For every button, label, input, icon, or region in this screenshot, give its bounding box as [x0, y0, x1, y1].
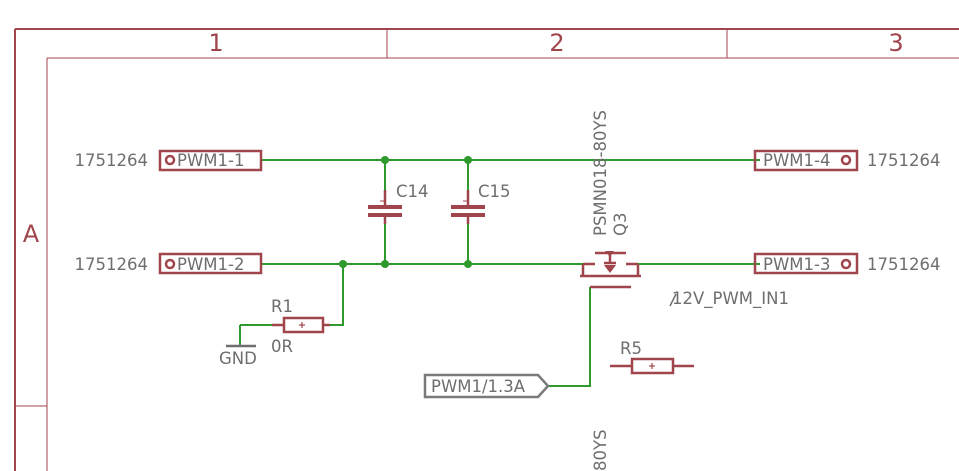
power-net-text: 12V_PWM_IN1 [672, 289, 789, 309]
port-arrow-icon [423, 373, 550, 399]
transistor-value-label: PSMN018-80YS [591, 110, 610, 236]
pin-hole-icon [840, 258, 852, 270]
ground-net-label: GND [219, 349, 257, 368]
zone-row-a: A [23, 220, 40, 248]
mosfet-q3[interactable]: PSMN018-80YS Q3 [580, 110, 641, 289]
zone-column-3: 3 [888, 29, 903, 57]
wire-r1 [324, 264, 344, 326]
capacitor-plate-icon [368, 205, 402, 209]
capacitor-plate-icon [451, 213, 485, 217]
resistor-value-label: 0R [271, 337, 293, 356]
zone-column-2: 2 [549, 29, 564, 57]
resistor-name-label: R1 [271, 297, 293, 316]
partial-transistor-label: 80YS [591, 429, 610, 471]
connector-part-label: 1751264 [867, 255, 941, 274]
port-pwm1-1-3a[interactable]: PWM1/1.3A [423, 373, 550, 399]
junction-dot [381, 156, 389, 164]
capacitor-plate-icon [368, 213, 402, 217]
pin-hole-icon [840, 154, 852, 166]
connector-pwm1-4[interactable]: PWM1-4 1751264 [753, 149, 941, 172]
connector-pin-label: PWM1-3 [763, 255, 830, 274]
pin-hole-icon [164, 258, 176, 270]
connector-pwm1-1[interactable]: PWM1-1 1751264 [75, 149, 263, 172]
connector-pwm1-3[interactable]: PWM1-3 1751264 [753, 252, 941, 275]
pin-hole-icon [164, 154, 176, 166]
power-net-label[interactable]: 12V_PWM_IN1 [669, 289, 789, 309]
resistor-r5[interactable]: R5 [610, 339, 694, 375]
capacitor-c14[interactable]: C14 [368, 182, 429, 224]
wire-gate [548, 287, 591, 387]
capacitor-c15[interactable]: C15 [451, 182, 511, 224]
connector-part-label: 1751264 [867, 151, 941, 170]
zone-column-1: 1 [208, 29, 223, 57]
connector-pin-label: PWM1-1 [177, 151, 244, 170]
junction-dot [381, 260, 389, 268]
connector-pin-label: PWM1-4 [763, 151, 830, 170]
capacitor-name-label: C14 [396, 182, 429, 201]
junction-dot [464, 156, 472, 164]
connector-pwm1-2[interactable]: PWM1-2 1751264 [75, 252, 263, 275]
connector-pin-label: PWM1-2 [177, 255, 244, 274]
capacitor-name-label: C15 [478, 182, 511, 201]
transistor-name-label: Q3 [611, 213, 630, 237]
connector-part-label: 1751264 [75, 255, 149, 274]
resistor-name-label: R5 [620, 339, 642, 358]
port-label: PWM1/1.3A [431, 377, 526, 396]
transistor-arrow-icon [605, 251, 614, 257]
drawing-frame [14, 28, 959, 471]
junction-dot [464, 260, 472, 268]
resistor-r1[interactable]: R1 0R [271, 297, 330, 356]
diode-arrow-icon [604, 265, 616, 273]
nets [240, 156, 760, 387]
junction-dot [339, 260, 347, 268]
capacitor-plate-icon [451, 205, 485, 209]
ground-symbol[interactable]: GND [219, 325, 257, 368]
connector-part-label: 1751264 [75, 151, 149, 170]
